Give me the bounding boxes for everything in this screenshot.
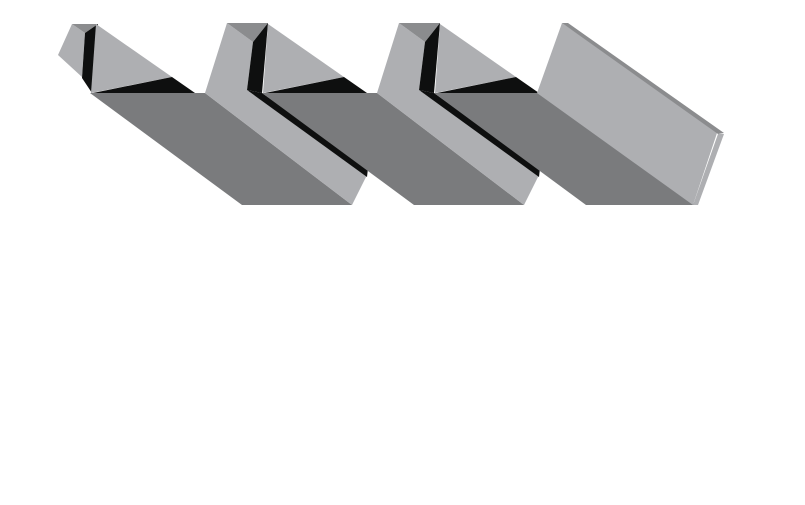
pillar-light-face (205, 23, 367, 205)
pillar-top-face (399, 23, 440, 42)
start-block-top-face (72, 24, 98, 33)
pillar-top-face (227, 23, 268, 42)
shape-faces (58, 23, 724, 205)
triangle-face (91, 24, 172, 93)
pillar-light-face (377, 23, 539, 205)
slope-dark-face (262, 93, 524, 205)
triangle-face (435, 24, 516, 93)
triangle-face (263, 24, 344, 93)
pillar-inner-shadow (247, 23, 268, 93)
triangle-shadow-wedge (93, 77, 195, 93)
pillar-shadow-line (247, 90, 368, 177)
pillar-inner-shadow (419, 23, 440, 93)
start-block-shadow (82, 24, 98, 93)
pillar-shadow-line (419, 90, 540, 177)
start-block-front-face (58, 24, 85, 77)
slope-dark-face (434, 93, 696, 205)
triangle-shadow-wedge (437, 77, 539, 93)
triangle-shadow-wedge (265, 77, 367, 93)
end-plate-top-edge (562, 23, 724, 134)
end-plate-face (537, 23, 718, 205)
slope-dark-face (90, 93, 352, 205)
end-plate-side-edge (693, 134, 724, 205)
